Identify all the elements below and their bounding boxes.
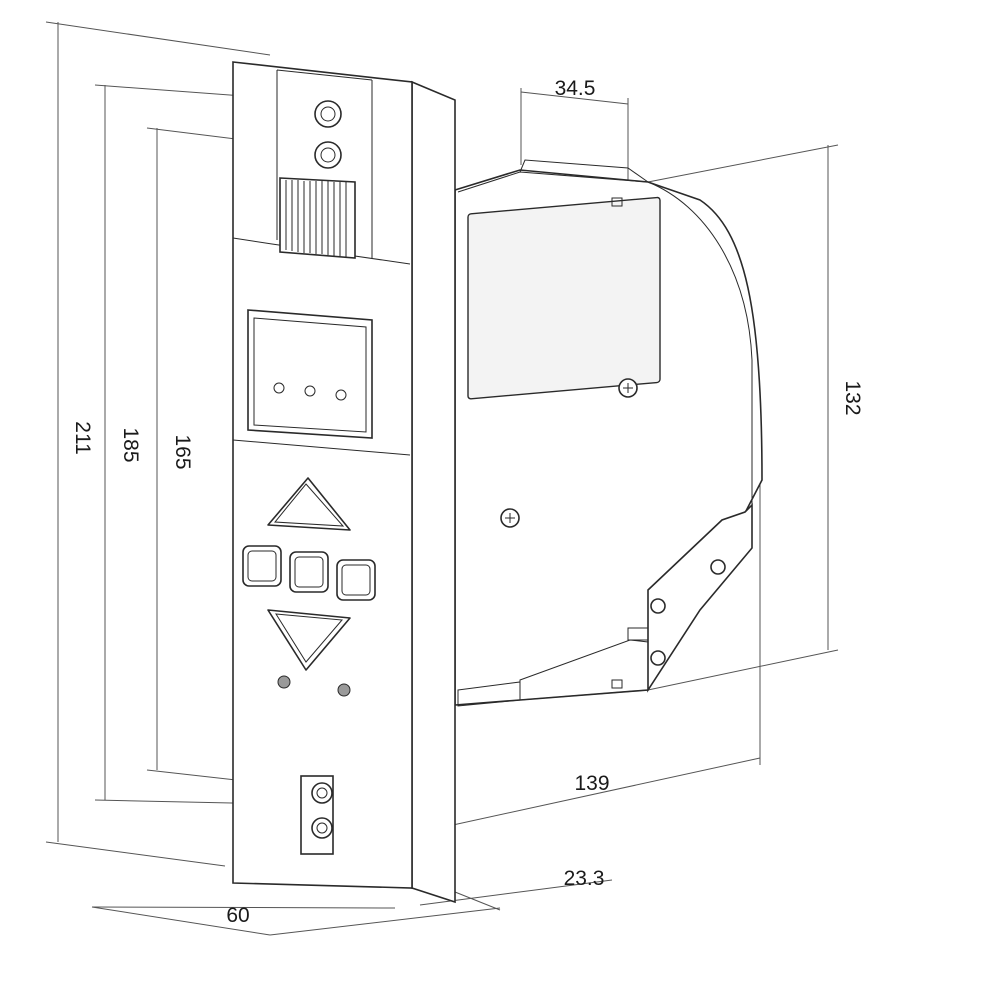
mount-hole-icon bbox=[650, 598, 666, 614]
dim-label-23-3: 23.3 bbox=[564, 867, 605, 890]
right-button[interactable] bbox=[336, 559, 376, 601]
up-button[interactable] bbox=[267, 477, 351, 531]
bottom-connector-1 bbox=[311, 782, 333, 804]
top-connector-2 bbox=[314, 141, 342, 169]
stop-button[interactable] bbox=[289, 551, 329, 593]
dim-label-34-5: 34.5 bbox=[555, 77, 596, 100]
mount-hole-icon bbox=[650, 650, 666, 666]
marker-icon bbox=[611, 679, 623, 689]
display-indicators bbox=[273, 382, 347, 401]
dim-label-60: 60 bbox=[226, 904, 249, 927]
indicator-dot-icon bbox=[304, 385, 316, 397]
led-icon bbox=[277, 675, 291, 689]
indicator-dot-icon bbox=[335, 389, 347, 401]
dim-label-211: 211 bbox=[71, 421, 94, 454]
dim-label-132: 132 bbox=[841, 380, 864, 415]
down-arrow-icon bbox=[275, 613, 344, 663]
dim-label-185: 185 bbox=[119, 427, 142, 462]
down-button[interactable] bbox=[267, 609, 351, 671]
screw-icon bbox=[618, 378, 638, 398]
screw-icon bbox=[500, 508, 520, 528]
left-button[interactable] bbox=[242, 545, 282, 587]
up-arrow-icon bbox=[273, 483, 345, 527]
marker-icon bbox=[611, 197, 623, 207]
led-icon bbox=[337, 683, 351, 697]
adjustment-wheel[interactable] bbox=[279, 177, 356, 259]
top-connector-1 bbox=[314, 100, 342, 128]
side-housing bbox=[454, 159, 763, 707]
dimension-lines bbox=[45, 21, 839, 936]
dim-label-165: 165 bbox=[171, 434, 194, 469]
mount-hole-icon bbox=[710, 559, 726, 575]
indicator-dot-icon bbox=[273, 382, 285, 394]
bottom-connector-2 bbox=[311, 817, 333, 839]
dim-label-139: 139 bbox=[574, 772, 609, 795]
